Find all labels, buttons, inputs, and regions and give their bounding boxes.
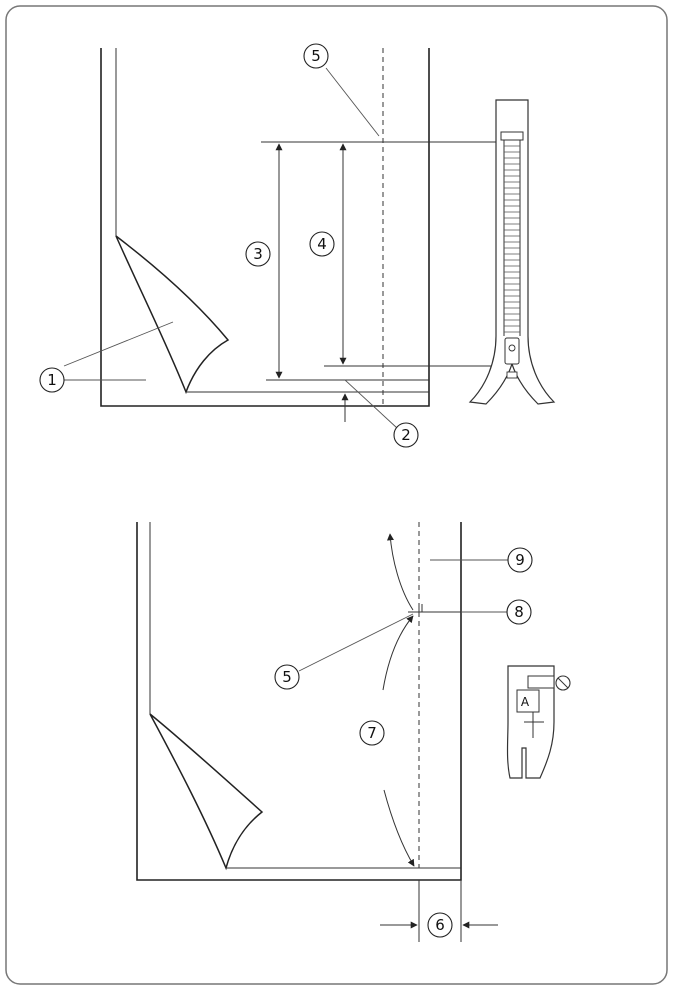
svg-text:4: 4 <box>317 235 327 253</box>
sewing-arrow-up <box>386 533 414 611</box>
fabric-outline-top <box>100 48 430 407</box>
top-figure: 1 2 3 4 5 <box>39 43 556 448</box>
callout-4: 4 <box>309 231 335 257</box>
sewing-arrow-down <box>383 789 415 867</box>
svg-text:8: 8 <box>514 603 524 621</box>
svg-text:6: 6 <box>435 916 445 934</box>
presser-foot-screw <box>527 675 555 689</box>
svg-text:5: 5 <box>282 668 292 686</box>
svg-text:5: 5 <box>311 47 321 65</box>
page-frame <box>5 5 668 985</box>
zipper-illustration <box>468 99 556 405</box>
callout-8: 8 <box>506 599 532 625</box>
leader-2 <box>344 379 398 429</box>
presser-foot-icon: A <box>506 665 571 779</box>
leader-5-bottom <box>298 613 414 672</box>
callout-5-top: 5 <box>303 43 329 69</box>
folded-corner-bottom <box>149 713 264 871</box>
callout-3: 3 <box>245 241 271 267</box>
callout-7: 7 <box>359 720 385 746</box>
svg-text:2: 2 <box>401 426 411 444</box>
leader-1a <box>63 321 174 367</box>
svg-text:7: 7 <box>367 724 377 742</box>
folded-corner-top <box>115 235 230 395</box>
svg-text:9: 9 <box>515 551 525 569</box>
callout-9: 9 <box>507 547 533 573</box>
callout-5-bottom: 5 <box>274 664 300 690</box>
svg-text:1: 1 <box>47 371 57 389</box>
svg-text:3: 3 <box>253 245 263 263</box>
fabric-outline-bottom <box>136 522 462 881</box>
svg-text:A: A <box>521 695 530 709</box>
leader-5-top <box>325 67 380 137</box>
callout-1: 1 <box>39 367 65 393</box>
bottom-figure: 9 8 5 7 6 A <box>136 522 571 942</box>
callout-6: 6 <box>427 912 453 938</box>
zipper-top-stop <box>500 131 524 141</box>
callout-2: 2 <box>393 422 419 448</box>
sewing-arrow-toward-mark <box>382 615 414 691</box>
zipper-bottom-stop <box>506 371 518 379</box>
